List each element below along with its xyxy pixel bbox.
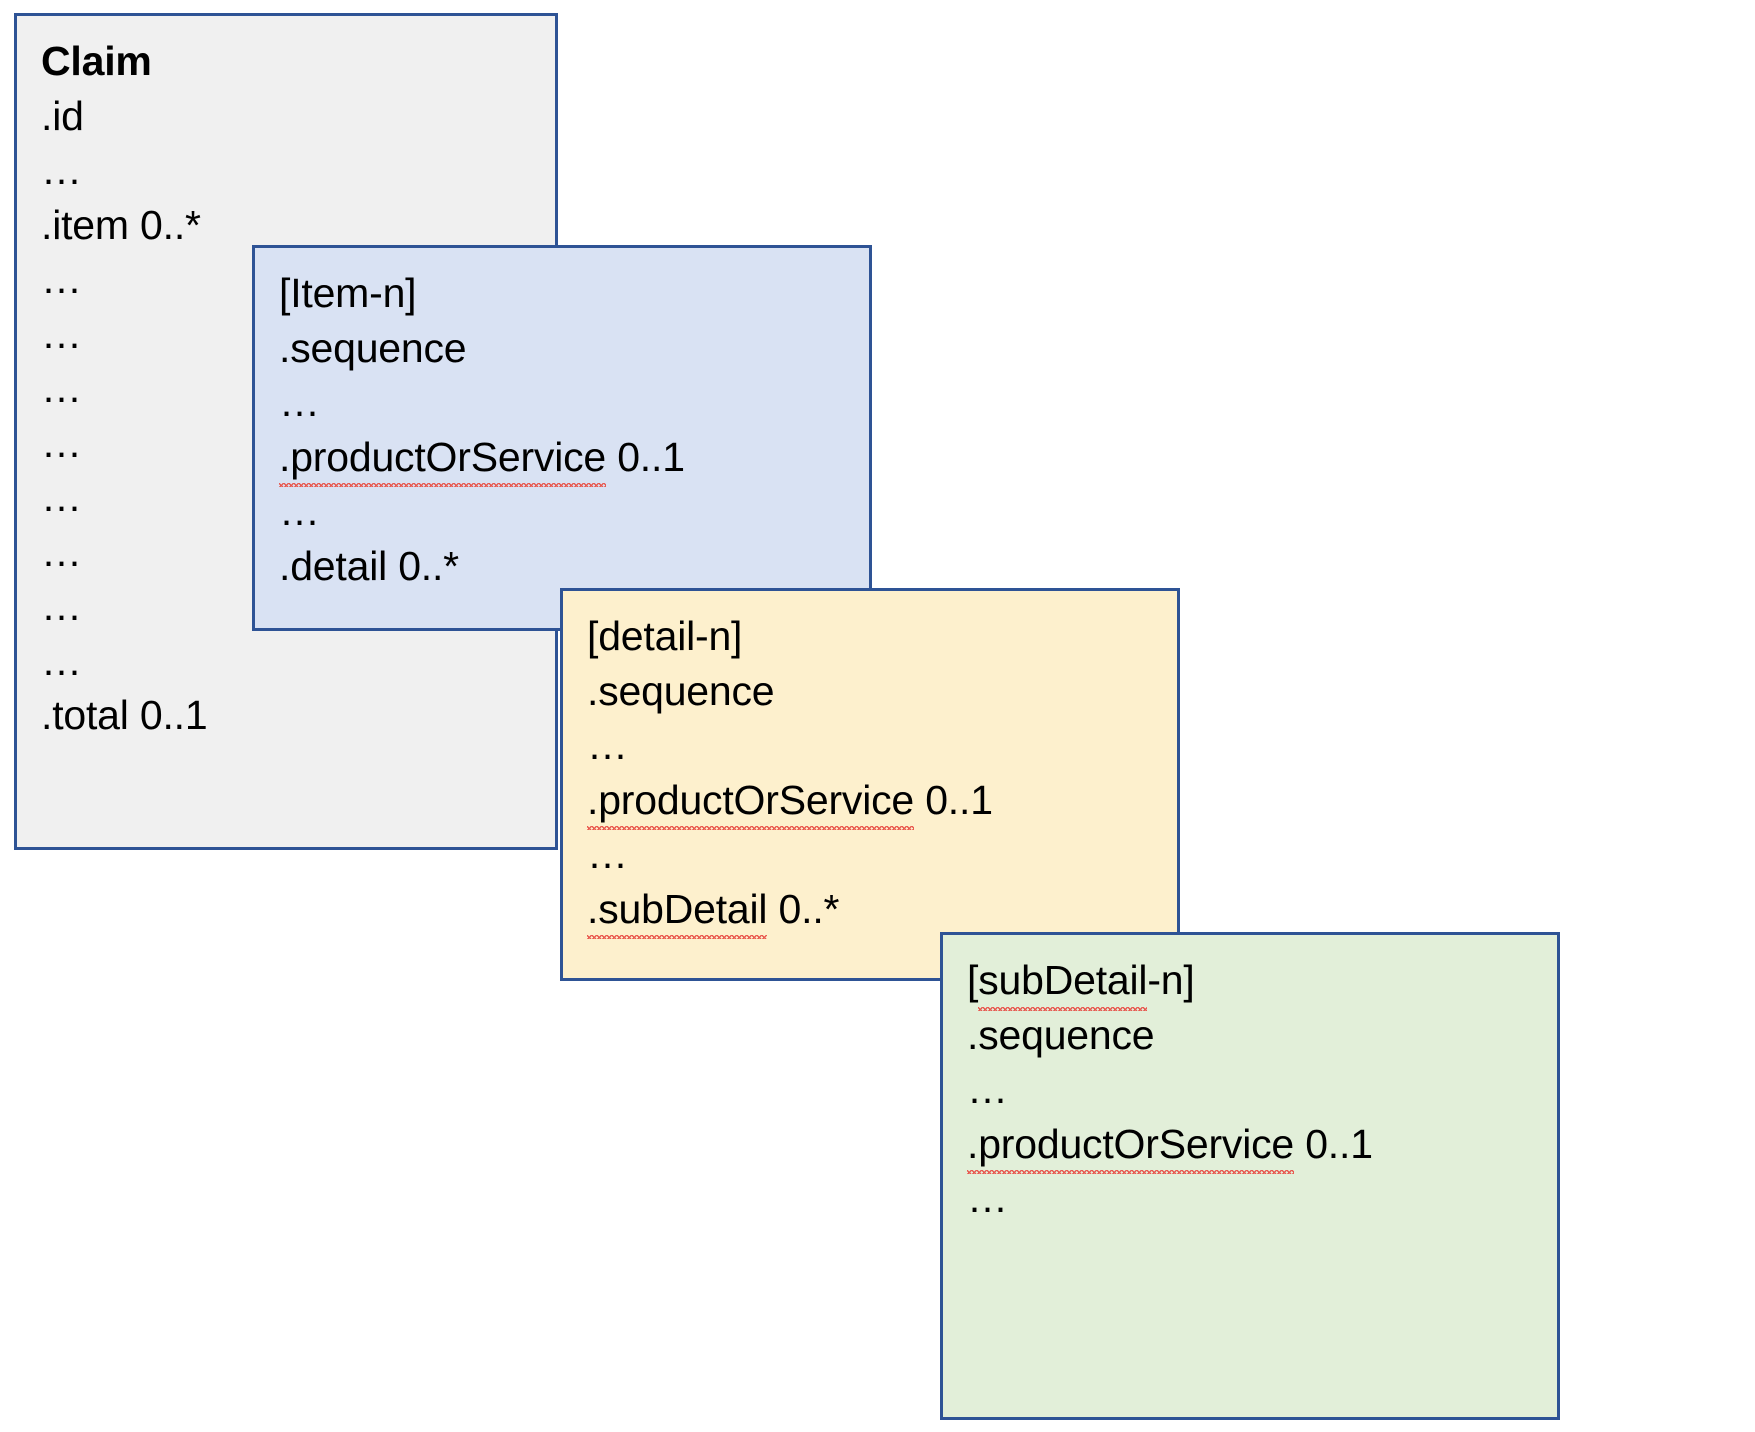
claim-line-ellipsis-5: …: [41, 419, 83, 466]
spellcheck-underline-icon: subDetail: [978, 953, 1148, 1011]
claim-line-ellipsis-8: …: [41, 583, 83, 630]
claim-line-ellipsis-9: …: [41, 637, 83, 684]
item-line-ellipsis-2: …: [279, 488, 321, 535]
subdetail-line-sequence: .sequence: [967, 1011, 1155, 1058]
detail-box[interactable]: [detail-n] .sequence … .productOrService…: [560, 588, 1180, 981]
claim-line-item: .item 0..*: [41, 201, 201, 248]
spellcheck-underline-icon: .productOrService: [587, 773, 914, 830]
spellcheck-underline-icon: .subDetail: [587, 882, 768, 939]
detail-line-ellipsis-2: …: [587, 831, 629, 878]
spellcheck-underline-icon: .productOrService: [967, 1117, 1294, 1174]
detail-line-sequence: .sequence: [587, 667, 775, 714]
detail-line-header: [detail-n]: [587, 613, 743, 659]
claim-line-ellipsis-1: …: [41, 147, 83, 194]
claim-line-ellipsis-6: …: [41, 474, 83, 521]
item-line-ellipsis-1: …: [279, 379, 321, 426]
detail-line-productorservice: .productOrService 0..1: [587, 773, 1177, 830]
spellcheck-underline-icon: .productOrService: [279, 430, 606, 487]
item-box[interactable]: [Item-n] .sequence … .productOrService 0…: [252, 245, 872, 631]
item-line-sequence: .sequence: [279, 324, 467, 371]
claim-line-ellipsis-4: …: [41, 365, 83, 412]
subdetail-line-productorservice: .productOrService 0..1: [967, 1117, 1557, 1174]
claim-line-total: .total 0..1: [41, 692, 208, 739]
claim-line-title: Claim: [41, 38, 152, 84]
claim-line-ellipsis-7: …: [41, 528, 83, 575]
subdetail-box[interactable]: [subDetail-n] .sequence … .productOrServ…: [940, 932, 1560, 1420]
subdetail-line-ellipsis-1: …: [967, 1066, 1009, 1113]
detail-line-subdetail: .subDetail 0..*: [587, 882, 1177, 939]
item-line-productorservice: .productOrService 0..1: [279, 430, 869, 487]
item-line-header: [Item-n]: [279, 270, 417, 316]
item-line-detail: .detail 0..*: [279, 542, 459, 589]
subdetail-line-ellipsis-2: …: [967, 1175, 1009, 1222]
subdetail-line-header: [subDetail-n]: [967, 953, 1557, 1011]
detail-line-ellipsis-1: …: [587, 722, 629, 769]
claim-line-id: .id: [41, 92, 84, 139]
claim-line-ellipsis-2: …: [41, 256, 83, 303]
claim-line-ellipsis-3: …: [41, 310, 83, 357]
